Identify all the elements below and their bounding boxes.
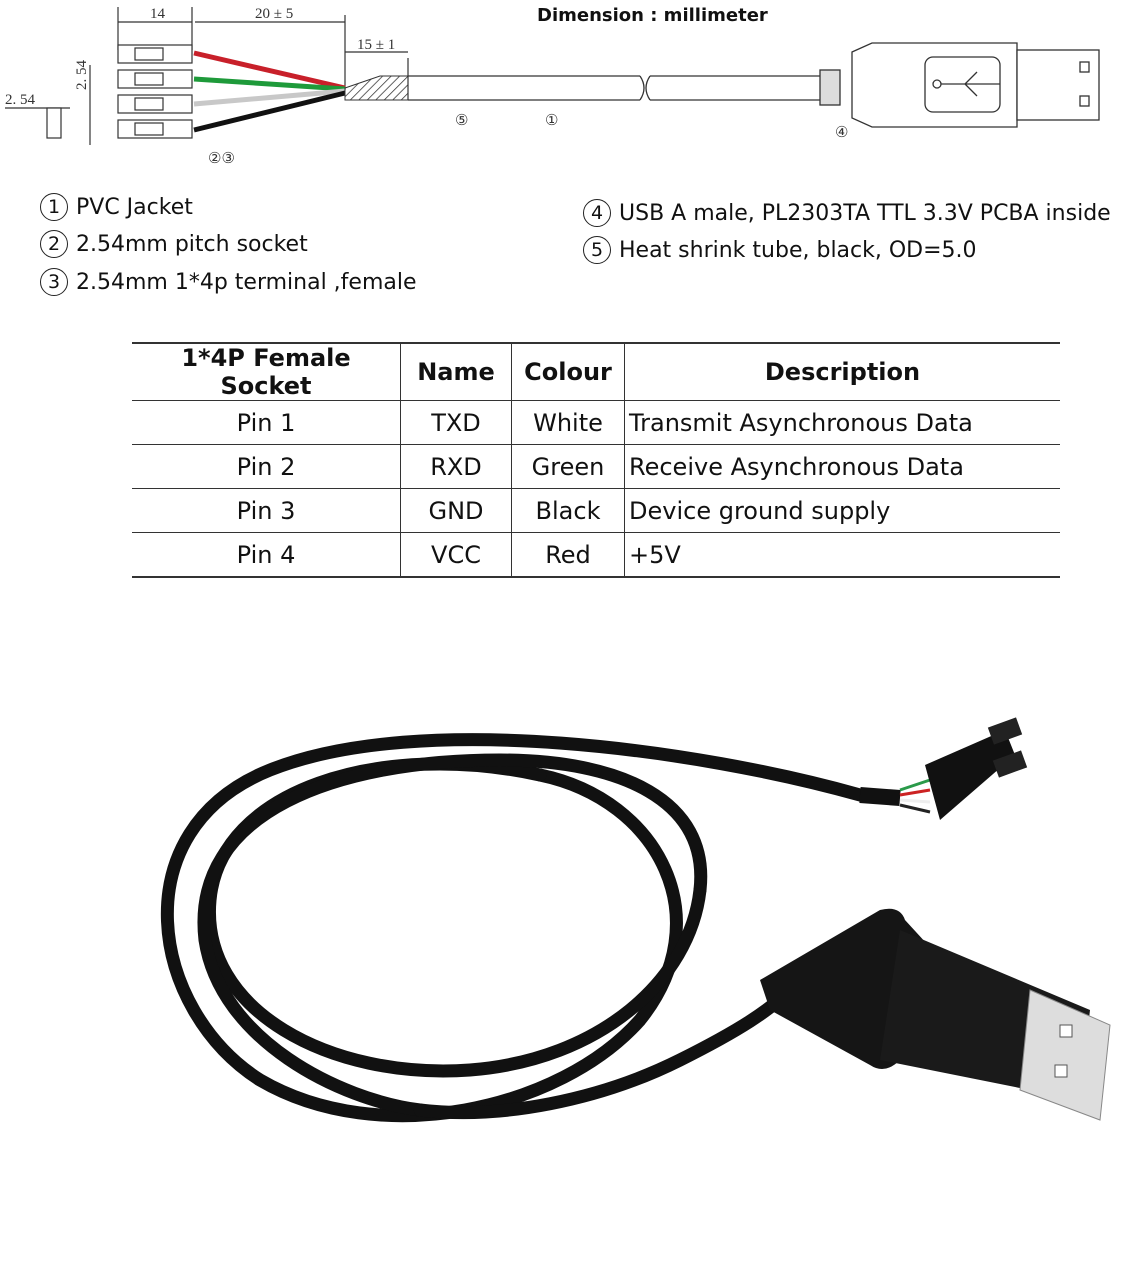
header-colour: Colour — [511, 342, 625, 401]
legend-text: PVC Jacket — [76, 194, 193, 220]
legend-number: 5 — [583, 236, 611, 264]
legend-text: 2.54mm pitch socket — [76, 231, 308, 257]
cell-name: TXD — [400, 400, 512, 445]
cell-description: Transmit Asynchronous Data — [624, 400, 1060, 445]
pvc-jacket — [408, 75, 820, 101]
cell-colour: Red — [511, 532, 625, 578]
cell-pin: Pin 3 — [132, 488, 401, 533]
legend-number: 2 — [40, 230, 68, 258]
cell-colour: White — [511, 400, 625, 445]
cell-pin: Pin 4 — [132, 532, 401, 578]
legend-item-5: 5 Heat shrink tube, black, OD=5.0 — [583, 236, 977, 264]
legend-number: 4 — [583, 199, 611, 227]
cell-pin: Pin 1 — [132, 400, 401, 445]
cell-name: GND — [400, 488, 512, 533]
callout-usb: ④ — [835, 125, 848, 141]
legend-text: USB A male, PL2303TA TTL 3.3V PCBA insid… — [619, 200, 1111, 226]
callout-shrink: ⑤ — [455, 113, 468, 129]
dim-shrink-length: 15 ± 1 — [357, 37, 395, 53]
cell-description: Receive Asynchronous Data — [624, 444, 1060, 489]
dupont-connector-photo — [859, 717, 1028, 820]
female-sockets — [46, 44, 193, 139]
table-header-row: 1*4P Female Socket Name Colour Descripti… — [132, 342, 1060, 401]
dim-pitch-h: 2. 54 — [5, 92, 36, 108]
cell-colour: Black — [511, 488, 625, 533]
dim-socket-length: 14 — [150, 6, 166, 22]
cell-name: VCC — [400, 532, 512, 578]
cable-photo — [161, 717, 1111, 1123]
header-name: Name — [400, 342, 512, 401]
legend-item-2: 2 2.54mm pitch socket — [40, 230, 308, 258]
legend-text: 2.54mm 1*4p terminal ,female — [76, 269, 417, 295]
header-description: Description — [624, 342, 1060, 401]
legend-item-3: 3 2.54mm 1*4p terminal ,female — [40, 268, 417, 296]
callout-jacket: ① — [545, 113, 558, 129]
legend-number: 3 — [40, 268, 68, 296]
usb-plug-photo — [760, 908, 1111, 1121]
callout-socket: ②③ — [208, 151, 235, 167]
cell-description: Device ground supply — [624, 488, 1060, 533]
legend-text: Heat shrink tube, black, OD=5.0 — [619, 237, 977, 263]
cell-name: RXD — [400, 444, 512, 489]
cell-description: +5V — [624, 532, 1060, 578]
cell-pin: Pin 2 — [132, 444, 401, 489]
legend-item-4: 4 USB A male, PL2303TA TTL 3.3V PCBA insi… — [583, 199, 1111, 227]
pinout-table: 1*4P Female Socket Name Colour Descripti… — [132, 342, 1060, 578]
coiled-cable — [161, 733, 867, 1123]
usb-plug-drawing — [819, 42, 1100, 128]
legend-number: 1 — [40, 193, 68, 221]
dim-wire-length: 20 ± 5 — [255, 6, 293, 22]
legend-item-1: 1 PVC Jacket — [40, 193, 193, 221]
dim-pitch-v: 2. 54 — [74, 60, 90, 91]
colored-wires — [193, 50, 346, 133]
cell-colour: Green — [511, 444, 625, 489]
header-socket: 1*4P Female Socket — [132, 342, 401, 401]
heat-shrink-tube — [344, 75, 409, 101]
cable-dimension-drawing: 14 20 ± 5 15 ± 1 2. 54 2. 54 ⑤ ① ②③ ④ — [5, 6, 1100, 167]
dimension-title: Dimension : millimeter — [537, 5, 768, 26]
